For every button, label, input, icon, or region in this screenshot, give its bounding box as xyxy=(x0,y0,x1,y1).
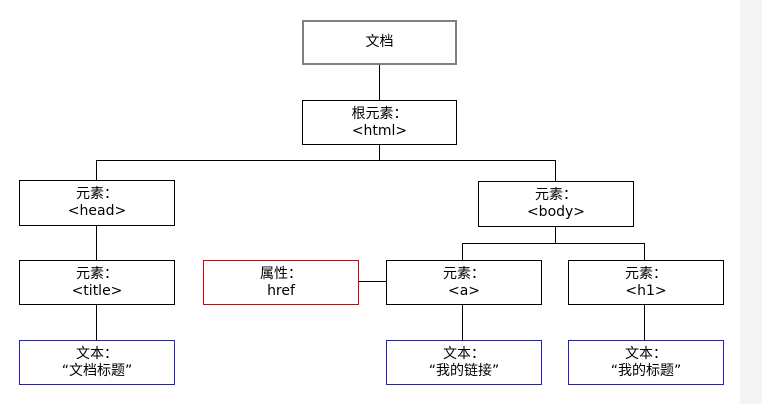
edge-head-title xyxy=(96,226,97,260)
h1-element-node: 元素： <h1> xyxy=(568,260,724,305)
attr-node-title: 属性： xyxy=(260,265,302,282)
a-node-value: <a> xyxy=(447,282,481,299)
link-text-node-value: “我的链接” xyxy=(428,362,500,379)
edge-branch-h1 xyxy=(644,243,645,260)
a-node-title: 元素： xyxy=(443,265,485,282)
head-element-node: 元素： <head> xyxy=(19,180,175,226)
html-node-value: <html> xyxy=(351,122,408,139)
edge-branch-head xyxy=(96,160,97,180)
link-text-node: 文本： “我的链接” xyxy=(386,340,542,385)
title-text-node-title: 文本： xyxy=(76,345,118,362)
document-node: 文档 xyxy=(302,20,457,65)
h1-node-value: <h1> xyxy=(625,282,667,299)
title-node-title: 元素： xyxy=(76,265,118,282)
h1-text-node: 文本： “我的标题” xyxy=(568,340,724,385)
edge-h1-text xyxy=(644,305,645,340)
attr-node-value: href xyxy=(267,282,295,299)
body-element-node: 元素： <body> xyxy=(478,181,634,227)
href-attribute-node: 属性： href xyxy=(203,260,359,305)
head-node-title: 元素： xyxy=(76,186,118,202)
edge-body-trunk xyxy=(555,227,556,243)
document-node-title: 文档 xyxy=(365,34,394,50)
edge-html-trunk xyxy=(379,145,380,160)
title-element-node: 元素： <title> xyxy=(19,260,175,305)
edge-attr-a xyxy=(359,281,386,282)
h1-node-title: 元素： xyxy=(625,265,667,282)
page-edge-strip xyxy=(740,0,762,404)
a-element-node: 元素： <a> xyxy=(386,260,542,305)
edge-html-branch xyxy=(96,160,556,161)
title-text-node-value: “文档标题” xyxy=(61,362,133,379)
h1-text-node-value: “我的标题” xyxy=(610,362,682,379)
head-node-value: <head> xyxy=(67,203,127,219)
edge-body-branch xyxy=(462,243,645,244)
html-node-title: 根元素： xyxy=(351,105,408,122)
edge-branch-a xyxy=(462,243,463,260)
h1-text-node-title: 文本： xyxy=(625,345,667,362)
title-node-value: <title> xyxy=(71,282,123,299)
title-text-node: 文本： “文档标题” xyxy=(19,340,175,385)
edge-branch-body xyxy=(555,160,556,181)
link-text-node-title: 文本： xyxy=(443,345,485,362)
body-node-title: 元素： xyxy=(535,187,577,203)
body-node-value: <body> xyxy=(526,204,586,220)
edge-a-text xyxy=(462,305,463,340)
html-root-element-node: 根元素： <html> xyxy=(302,100,457,145)
edge-document-html xyxy=(379,65,380,100)
edge-title-text xyxy=(96,305,97,340)
